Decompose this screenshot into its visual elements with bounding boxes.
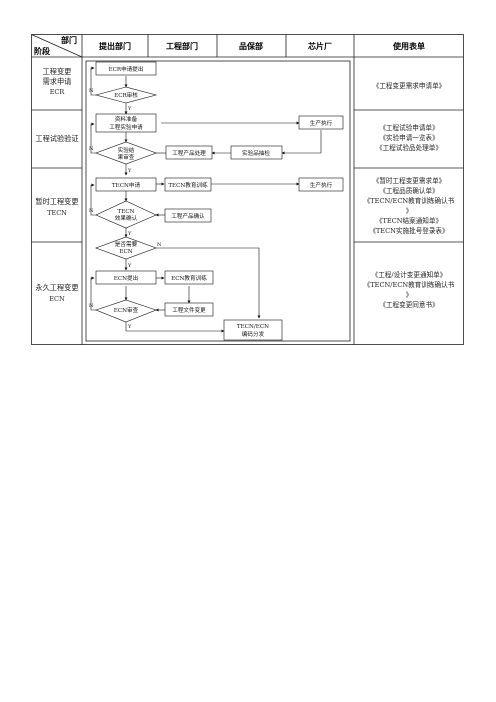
node-tecn-training: [164, 177, 212, 192]
stage-ecn-line1: 永久工程变更: [35, 283, 78, 292]
dept-header-qa: 品保部: [239, 41, 263, 51]
node-ecn-review: [95, 299, 157, 323]
branch-no-ecn-review: N: [89, 303, 94, 309]
branch-no-exp: N: [89, 146, 94, 152]
form-ecr-request: 《工程变更需求申请单》: [373, 81, 446, 90]
process-table: 部门 阶段 提出部门 工程部门 品保部 芯片厂 使用表单 工程变更 需求申请 E…: [31, 34, 464, 345]
label-lab-inspection: 实验品抽检: [242, 149, 270, 157]
branch-yes-tecn: Y: [127, 231, 132, 237]
label-production-exec-1: 生产执行: [310, 119, 333, 127]
dept-header-chip-factory: 芯片厂: [308, 41, 332, 51]
stage-ecr-line3: ECR: [50, 88, 66, 96]
label-ecn-submit: ECN提出: [114, 274, 138, 282]
branch-yes-need-ecn: Y: [127, 263, 132, 269]
label-exp-result-2: 果审查: [118, 153, 135, 161]
flow-nodes: [94, 61, 344, 341]
node-ecn-training: [164, 270, 214, 285]
stage-ecr-line1: 工程变更: [43, 67, 72, 76]
branch-no-tecn: N: [89, 208, 94, 214]
form-change-consent: 《工程变更同意书》: [379, 300, 438, 309]
label-tecn-effect-1: TECN: [118, 209, 135, 215]
node-eng-product-confirm: [164, 208, 212, 223]
table-grid: [31, 34, 464, 345]
label-tecn-training: TECN教育训练: [168, 181, 208, 189]
label-tecn-effect-2: 效果确认: [115, 214, 138, 222]
label-ecr-review: ECR审核: [114, 91, 138, 99]
node-eng-doc-change: [164, 302, 214, 317]
form-quality-confirm: 《工程品质确认单》: [379, 186, 438, 195]
branch-no-need-ecn: N: [157, 242, 162, 248]
stage-ecr-line2: 需求申请: [43, 77, 72, 86]
stage-trial-line1: 工程试验验证: [35, 134, 78, 143]
dept-header-proposer: 提出部门: [99, 41, 131, 51]
form-tecn-close: 《TECN结案通知单》: [376, 216, 442, 225]
node-ecr-review: [94, 86, 158, 104]
corner-dept-label: 部门: [61, 35, 77, 45]
node-tecn-effect-confirm: [95, 200, 157, 229]
ecn-process-document: 部门 阶段 提出部门 工程部门 品保部 芯片厂 使用表单 工程变更 需求申请 E…: [31, 34, 464, 345]
label-ecn-training: ECN教育训练: [171, 274, 207, 282]
form-trial-list: 《实验申请一览表》: [379, 133, 438, 142]
form-ecn-training-cont: 》: [406, 291, 413, 299]
label-production-exec-2: 生产执行: [310, 181, 333, 189]
form-trial-handle: 《工程试验品处理单》: [376, 143, 442, 152]
label-need-ecn-1: 是否需要: [115, 241, 138, 248]
node-exp-result-review: [95, 141, 157, 165]
label-eng-doc-change: 工程文件变更: [172, 306, 206, 314]
form-training-confirm: 《TECN/ECN教育训练确认书: [364, 196, 455, 205]
node-production-exec-1: [298, 115, 344, 130]
label-tecn-apply: TECN申请: [112, 181, 141, 189]
forms-header: 使用表单: [392, 41, 425, 51]
corner-stage-label: 阶段: [34, 46, 50, 56]
label-ecn-review: ECN审查: [114, 306, 139, 314]
label-ecr-submit: ECR申请提出: [109, 65, 144, 73]
flow-connectors: [90, 66, 322, 333]
stage-tecn-line1: 暂时工程变更: [35, 197, 78, 206]
label-eng-product-handle: 工程产品处理: [172, 149, 206, 157]
dept-header-engineering: 工程部门: [166, 41, 198, 51]
stage-tecn-line2: TECN: [47, 209, 67, 217]
node-sample-prep: [95, 113, 157, 133]
node-tecn-ecn-dist: [223, 319, 283, 341]
form-ecn-training: 《TECN/ECN教育训练确认书: [364, 280, 455, 289]
form-training-confirm-cont: 》: [406, 207, 413, 215]
node-need-ecn: [95, 236, 157, 260]
branch-no-ecr: N: [89, 88, 94, 94]
label-exp-result-1: 实验结: [118, 146, 135, 154]
label-tecn-ecn-dist-2: 编码分发: [242, 330, 265, 338]
form-trial-apply: 《工程试验申请单》: [379, 123, 438, 132]
branch-yes-ecn-review: Y: [127, 324, 132, 330]
form-design-change: 《工程/设计变更通知单》: [372, 270, 447, 279]
form-tecn-batch: 《TECN实施批号登录表》: [369, 226, 448, 235]
node-ecr-submit: [95, 61, 157, 76]
branch-yes-ecr: Y: [127, 106, 132, 112]
node-tecn-apply: [95, 177, 157, 192]
label-sample-prep-2: 工程实验申请: [109, 123, 143, 131]
branch-yes-exp: Y: [127, 168, 132, 174]
form-tecn-request: 《暂时工程变更需求单》: [373, 176, 446, 185]
label-eng-product-confirm: 工程产品确认: [171, 212, 205, 220]
node-eng-product-handle: [165, 145, 213, 160]
label-tecn-ecn-dist-1: TECN/ECN: [237, 324, 269, 330]
node-lab-inspection: [230, 145, 283, 160]
stage-ecn-line2: ECN: [49, 295, 65, 303]
label-sample-prep-1: 资料准备: [115, 115, 138, 123]
label-need-ecn-2: ECN: [119, 249, 132, 255]
node-ecn-submit: [95, 270, 157, 285]
node-production-exec-2: [298, 177, 344, 192]
